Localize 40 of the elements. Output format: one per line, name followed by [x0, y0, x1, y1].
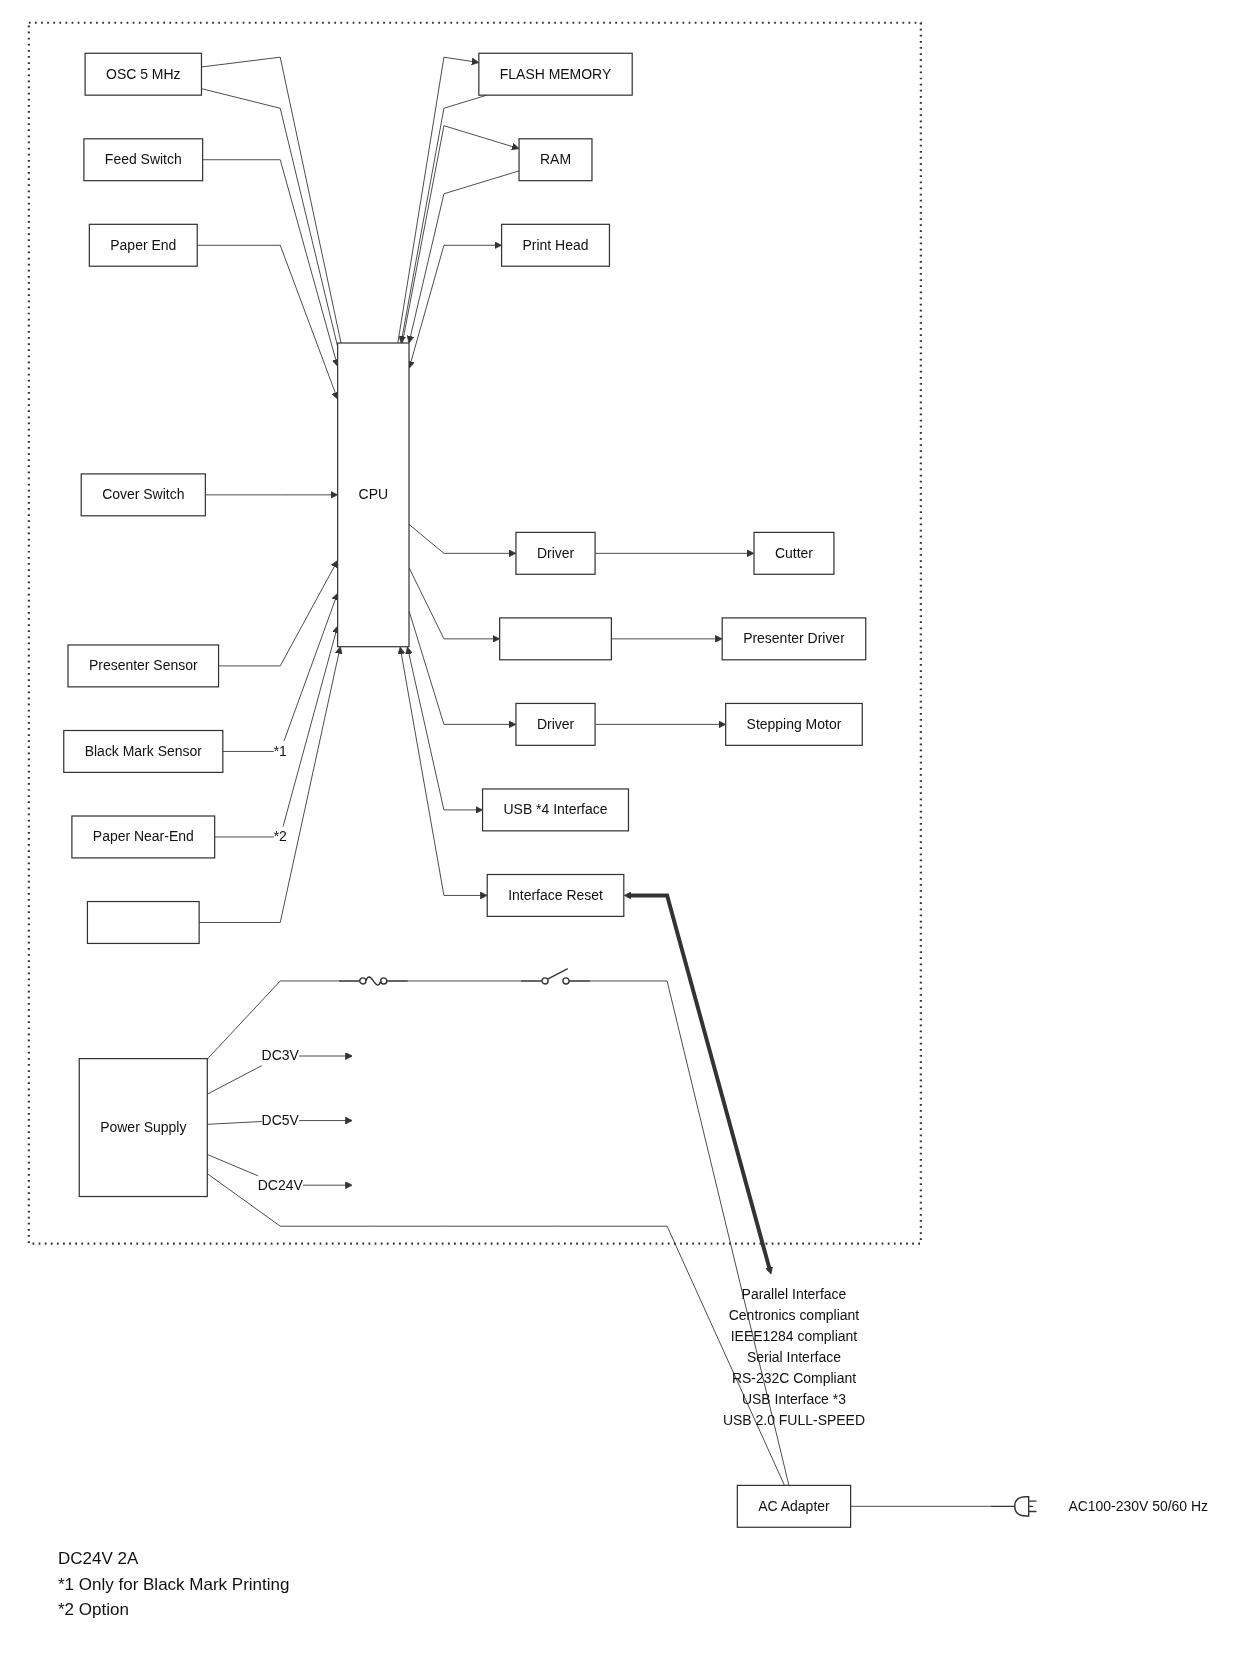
node-box: Presenter Sensor: [67, 644, 220, 688]
node-box: Interface Reset: [486, 873, 625, 917]
node-box: Presenter Driver: [721, 617, 867, 661]
node-box: USB *4 Interface: [481, 788, 630, 832]
voltage-label: DC24V 2A: [58, 1548, 139, 1570]
node-box: Driver: [515, 702, 596, 746]
connector: [589, 980, 790, 1486]
edge-label: *1: [273, 743, 287, 759]
plug-symbol: [989, 1496, 1038, 1517]
connector: [407, 980, 522, 982]
node-box: OSC 5 MHz: [84, 52, 203, 96]
node-box: Power Supply: [78, 1058, 208, 1198]
node-box: Paper Near-End: [71, 815, 216, 859]
edge-label: *2: [273, 829, 287, 844]
rating-label: AC100-230V 50/60 Hz: [1068, 1497, 1209, 1514]
node-box: Feed Switch: [83, 138, 204, 182]
node-box: Cutter: [753, 531, 835, 575]
node-box: Stepping Motor: [725, 702, 863, 746]
node-box: AC Adapter: [736, 1484, 852, 1528]
connector: [850, 1505, 992, 1507]
connector: [206, 980, 340, 1060]
node-box: Driver: [515, 531, 596, 575]
node-box: FLASH MEMORY: [478, 52, 633, 96]
arrow: [623, 891, 773, 1275]
node-text: Parallel Interface Centronics compliant IEEE1284 compliant Serial Interface RS-232C Compliant USB Interface *3 USB 2.0 FULL-SPEED: [722, 1287, 865, 1428]
footnote: *1 Only for Black Mark Printing: [58, 1573, 290, 1596]
footnote: *2 Option: [58, 1599, 129, 1621]
node-box: Black Mark Sensor: [63, 729, 224, 773]
switch-symbol: [520, 968, 591, 985]
edge-label: DC24V: [257, 1177, 303, 1193]
node-box: CPU: [337, 342, 410, 648]
node-box: [499, 617, 612, 661]
node-box: Cover Switch: [80, 473, 206, 517]
node-box: [86, 900, 200, 945]
node-box: Paper End: [88, 223, 198, 267]
node-box: RAM: [518, 138, 593, 182]
node-box: Print Head: [500, 223, 611, 267]
edge-label: DC5V: [261, 1112, 299, 1128]
fuse-symbol: [338, 976, 409, 986]
edge-label: DC3V: [261, 1048, 299, 1063]
